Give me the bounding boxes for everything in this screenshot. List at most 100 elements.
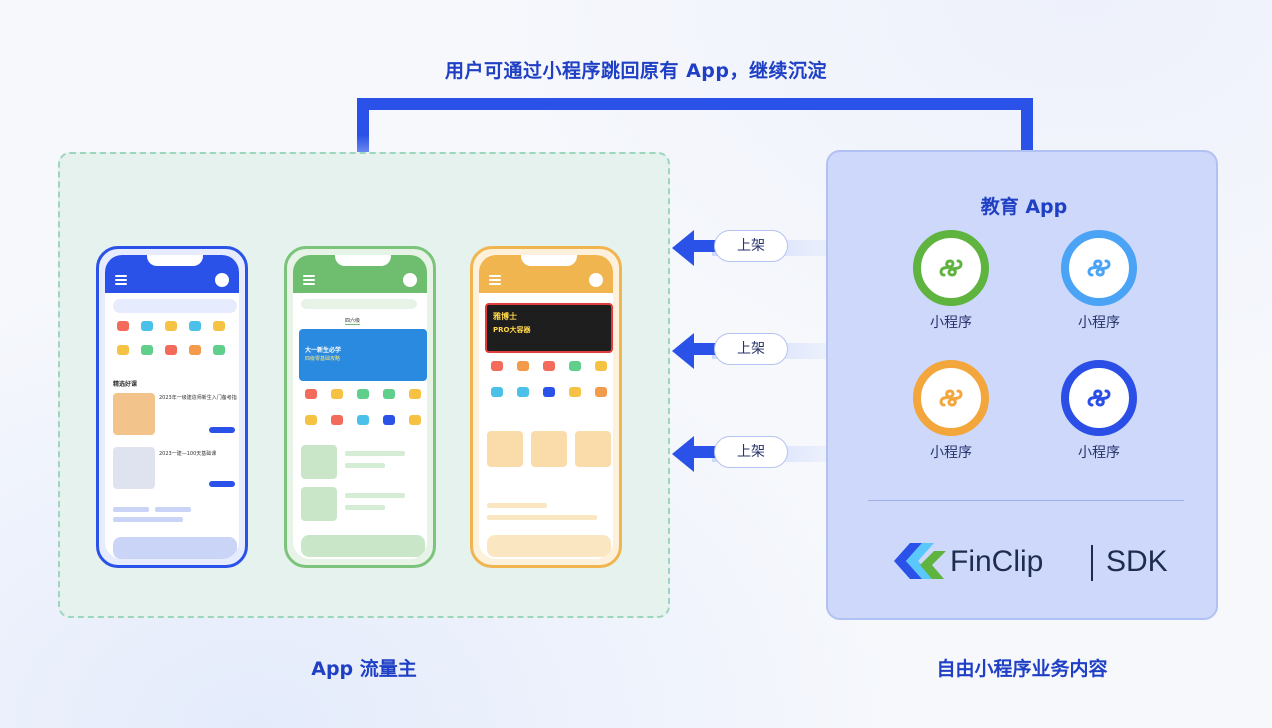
category-icon[interactable] [213,345,225,355]
category-icon[interactable] [383,415,395,425]
category-icon[interactable] [331,415,343,425]
category-icon[interactable] [165,321,177,331]
category-icon[interactable] [383,389,395,399]
course-thumbnail[interactable] [113,447,155,489]
image-placeholder [575,431,611,467]
course-button[interactable] [209,427,235,433]
category-icon[interactable] [409,415,421,425]
phone-screen: 雅博士 PRO大容器 [479,255,613,559]
category-icon[interactable] [595,361,607,371]
category-icon[interactable] [189,345,201,355]
category-icon[interactable] [409,389,421,399]
green-phone: 四六级 大一新生必学 四级零基础攻略 [284,246,436,568]
category-icon[interactable] [517,361,529,371]
category-icon[interactable] [141,345,153,355]
tab-active[interactable]: 四六级 [345,318,361,325]
placeholder-line [345,505,385,510]
divider [868,500,1184,501]
banner[interactable] [299,329,427,381]
sdk-title: 教育 App [980,196,1068,218]
arrow-left-icon [672,333,694,369]
course-title[interactable]: 2023年一级建造师新生入门备考指 [159,395,237,401]
sdk-caption: 自由小程序业务内容 [936,658,1108,680]
category-icon[interactable] [305,415,317,425]
placeholder-line [487,503,547,508]
finclip-logo: FinClip SDK [892,537,1168,585]
banner-line1: 雅博士 [493,312,517,321]
phone-notch [521,255,577,266]
user-icon[interactable] [215,273,229,287]
category-icon[interactable] [491,387,503,397]
miniprogram-4[interactable]: 小程序 [1054,360,1144,462]
finclip-brand: FinClip [950,545,1044,578]
user-icon[interactable] [589,273,603,287]
user-icon[interactable] [403,273,417,287]
category-icon[interactable] [357,415,369,425]
miniprogram-icon [913,230,989,306]
shelf-arrow-1: 上架 [672,228,862,268]
placeholder-line [113,517,183,522]
category-icon[interactable] [189,321,201,331]
arrow-tail [692,343,720,355]
miniprogram-1[interactable]: 小程序 [906,230,996,332]
miniprogram-label: 小程序 [930,315,972,331]
miniprogram-icon [1061,230,1137,306]
sdk-panel: 教育 App 小程序 小程序 小程序 小程序 [826,150,1218,620]
image-placeholder [301,487,337,521]
placeholder-line [155,507,191,512]
phone-header [293,255,427,293]
course-thumbnail[interactable] [113,393,155,435]
phone-notch [335,255,391,266]
category-icon[interactable] [213,321,225,331]
phone-header [479,255,613,293]
category-icon[interactable] [569,387,581,397]
miniprogram-2[interactable]: 小程序 [1054,230,1144,332]
menu-icon[interactable] [303,275,315,285]
shelf-label: 上架 [714,436,788,468]
brand-separator [1091,545,1093,581]
search-input[interactable] [113,299,237,313]
miniprogram-label: 小程序 [1078,315,1120,331]
category-icon[interactable] [543,361,555,371]
category-icon[interactable] [165,345,177,355]
arrow-left-icon [672,436,694,472]
category-icon[interactable] [117,321,129,331]
category-icon[interactable] [357,389,369,399]
shelf-label: 上架 [714,333,788,365]
category-icon[interactable] [569,361,581,371]
category-icon[interactable] [331,389,343,399]
orange-phone: 雅博士 PRO大容器 [470,246,622,568]
arrow-left-icon [672,230,694,266]
category-icon[interactable] [141,321,153,331]
placeholder-line [345,451,405,456]
top-caption: 用户可通过小程序跳回原有 App，继续沉淀 [444,60,828,82]
menu-icon[interactable] [489,275,501,285]
category-icon[interactable] [595,387,607,397]
menu-icon[interactable] [115,275,127,285]
placeholder-line [113,507,149,512]
category-icon[interactable] [117,345,129,355]
banner[interactable] [485,303,613,353]
course-title[interactable]: 2023一建—100天基础课 [159,451,217,457]
image-placeholder [487,431,523,467]
blue-phone: 精选好课 2023年一级建造师新生入门备考指 2023一建—100天基础课 [96,246,248,568]
miniprogram-icon [913,360,989,436]
placeholder-line [487,515,597,520]
search-input[interactable] [301,299,417,309]
banner-line2: 四级零基础攻略 [305,356,341,362]
miniprogram-3[interactable]: 小程序 [906,360,996,462]
category-icon[interactable] [543,387,555,397]
bottom-bar[interactable] [113,537,237,559]
arrow-tail [692,446,720,458]
category-icon[interactable] [517,387,529,397]
course-button[interactable] [209,481,235,487]
bottom-bar[interactable] [487,535,611,557]
finclip-icon [894,543,946,579]
category-icon[interactable] [305,389,317,399]
phone-screen: 四六级 大一新生必学 四级零基础攻略 [293,255,427,559]
banner-line2: PRO大容器 [493,326,531,334]
miniprogram-label: 小程序 [1078,445,1120,461]
bottom-bar[interactable] [301,535,425,557]
phone-notch [147,255,203,266]
category-icon[interactable] [491,361,503,371]
